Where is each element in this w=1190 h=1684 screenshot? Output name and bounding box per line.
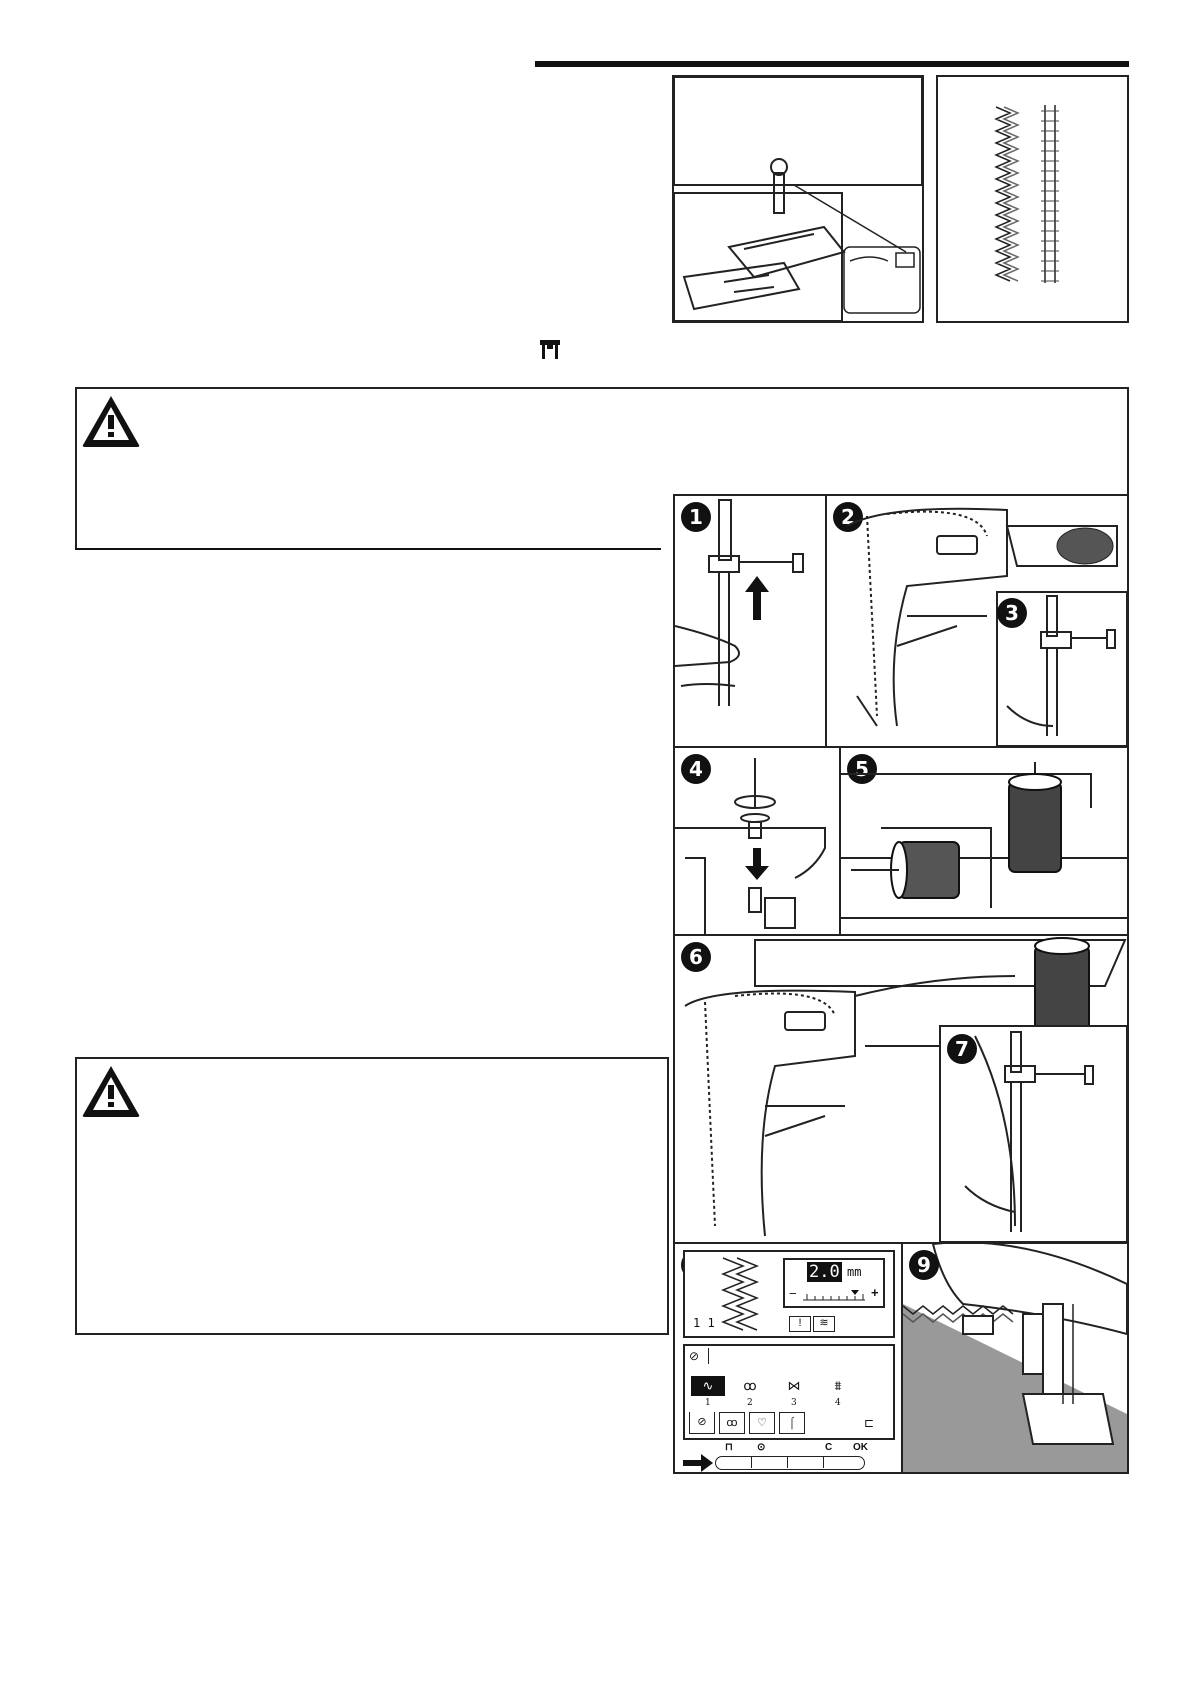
width-plus[interactable]: + — [871, 1285, 879, 1300]
key-twin-needle[interactable] — [716, 1457, 752, 1468]
lcd-button-exclaim[interactable]: ! — [789, 1316, 811, 1332]
key-c[interactable] — [788, 1457, 824, 1468]
lcd-tab-row: ⊘ ꝏ ♡ ⌠ ⊏ — [689, 1412, 889, 1434]
pattern-option-2[interactable]: ꝏ — [743, 1378, 757, 1393]
keypad-labels: ⊓ ⊙ C OK — [715, 1442, 895, 1456]
step-5-panel: 5 — [839, 746, 1129, 936]
width-unit: mm — [847, 1265, 862, 1279]
tab-decorative[interactable]: ꝏ — [719, 1412, 745, 1434]
step-8-panel: 8 2.0 mm − + 1 1 ! ≋ ⊘ ∿ ꝏ ⋈ — [673, 1242, 903, 1474]
step-badge: 9 — [909, 1250, 939, 1280]
width-scale-icon — [803, 1290, 865, 1301]
section-heading-rule — [535, 61, 1129, 67]
warning-triangle-icon — [80, 1063, 142, 1119]
keypad-buttons — [715, 1456, 865, 1470]
presser-foot-illustration — [672, 75, 924, 323]
width-value: 2.0 — [807, 1262, 842, 1282]
lcd-button-stitch[interactable]: ≋ — [813, 1316, 835, 1332]
warning-box-threading — [75, 1057, 669, 1335]
warning-triangle-icon — [80, 393, 142, 449]
width-minus[interactable]: − — [789, 1286, 797, 1301]
pattern-category-icon: ⊘ — [689, 1348, 709, 1364]
pattern-option-4[interactable]: ⩩ — [834, 1378, 842, 1393]
stitch-sample-illustration — [936, 75, 1129, 323]
step-badge: 7 — [947, 1034, 977, 1064]
step-badge: 4 — [681, 754, 711, 784]
tab-letters[interactable]: ⌠ — [779, 1412, 805, 1434]
step-4-panel: 4 — [673, 746, 841, 936]
step-1-panel: 1 — [673, 494, 827, 748]
pattern-number: 3 — [791, 1398, 797, 1408]
pattern-option-3[interactable]: ⋈ — [787, 1378, 801, 1393]
pattern-option-1[interactable]: ∿ — [691, 1376, 725, 1396]
step-badge: 1 — [681, 502, 711, 532]
stitch-counter: 1 1 — [693, 1316, 715, 1330]
key-twin-needle-icon: ⊓ — [725, 1442, 733, 1453]
step-badge: 3 — [997, 598, 1027, 628]
key-ok[interactable] — [824, 1457, 864, 1468]
step-9-panel: 9 — [901, 1242, 1129, 1474]
key-c-label: C — [825, 1442, 833, 1453]
lcd-pattern-select-screen: ⊘ ∿ ꝏ ⋈ ⩩ 1 2 3 4 ⊘ ꝏ ♡ ⌠ ⊏ — [683, 1344, 895, 1440]
tab-utility[interactable]: ⊘ — [689, 1412, 715, 1434]
step-badge: 6 — [681, 942, 711, 972]
twin-needle-icon — [538, 337, 562, 361]
step-6-7-panel: 6 7 — [673, 934, 1129, 1244]
key-settings[interactable] — [752, 1457, 788, 1468]
step-2-3-panel: 2 3 — [825, 494, 1129, 748]
pattern-number: 4 — [835, 1398, 841, 1408]
tab-memory[interactable]: ⊏ — [863, 1416, 875, 1430]
pattern-number: 1 — [705, 1398, 711, 1408]
tab-heart[interactable]: ♡ — [749, 1412, 775, 1434]
key-settings-icon: ⊙ — [757, 1442, 766, 1453]
warning-box-bottom-rule — [75, 548, 661, 550]
warning-box-needle — [75, 387, 1129, 550]
width-readout-box: 2.0 mm − + — [783, 1258, 885, 1308]
right-arrow-icon — [683, 1454, 713, 1472]
lcd-stitch-width-screen: 2.0 mm − + 1 1 ! ≋ — [683, 1250, 895, 1338]
key-ok-label: OK — [853, 1442, 868, 1453]
pattern-number: 2 — [747, 1398, 753, 1408]
